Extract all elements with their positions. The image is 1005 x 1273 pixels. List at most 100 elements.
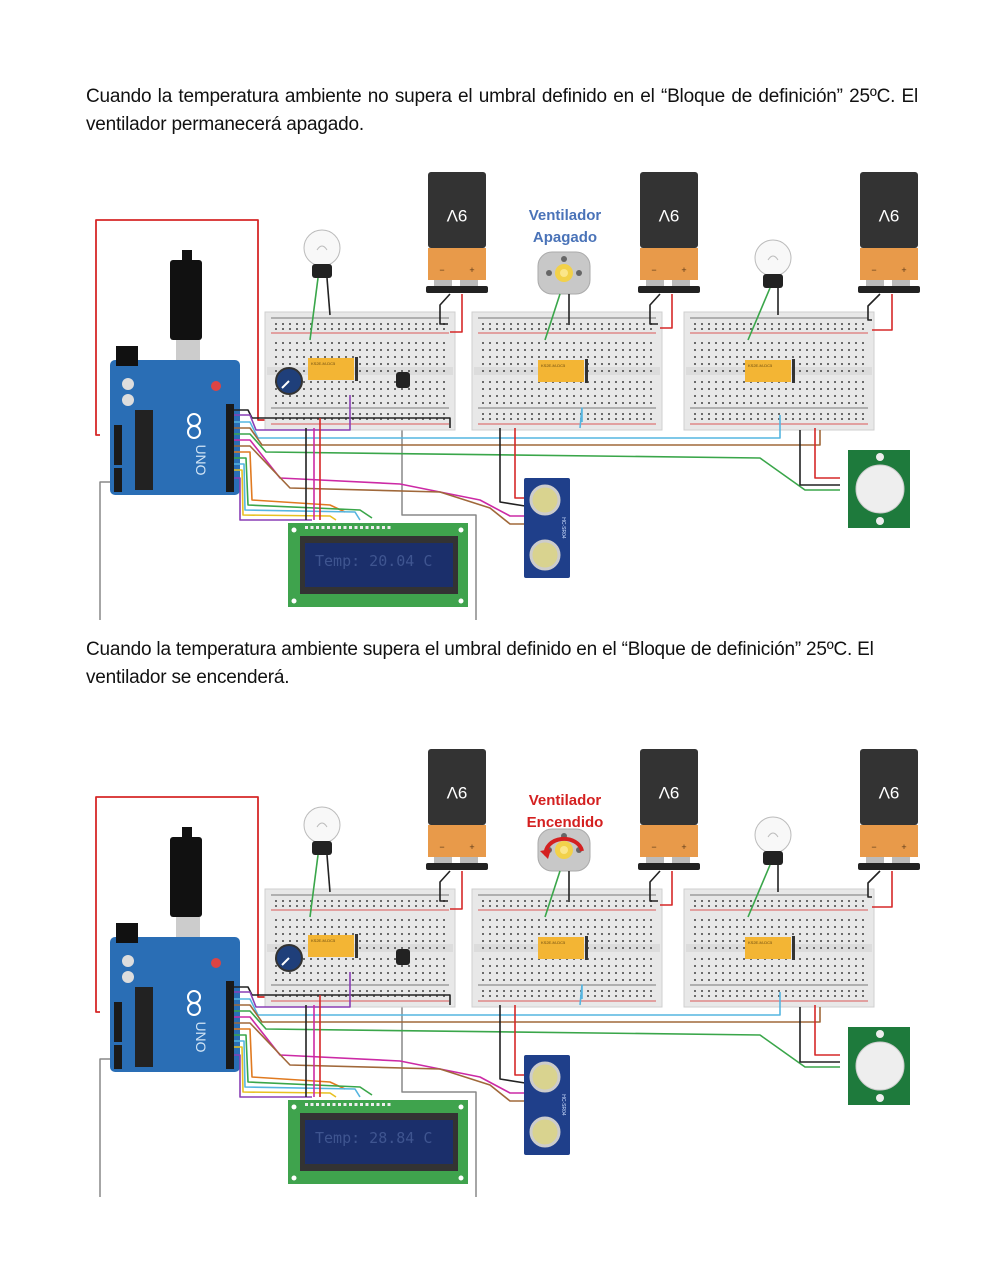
hole [394,972,396,974]
hole [694,990,696,992]
hole [708,919,710,921]
hole [559,323,561,325]
hole [694,900,696,902]
hole [862,395,864,397]
hole [559,328,561,330]
hole [345,965,347,967]
hole [792,342,794,344]
ultrasonic-label: HC-SR04 [560,517,566,539]
hole [324,356,326,358]
hole [729,418,731,420]
hole [580,402,582,404]
hole [510,940,512,942]
hole [722,402,724,404]
hole [608,995,610,997]
hole [443,972,445,974]
hole [394,363,396,365]
hole [538,905,540,907]
hole [531,349,533,351]
hole [608,349,610,351]
hole [538,413,540,415]
hole [387,947,389,949]
hole [503,381,505,383]
hole [303,395,305,397]
hole [345,979,347,981]
hole [785,388,787,390]
hole [422,370,424,372]
wire [450,871,463,910]
hole [289,342,291,344]
wire [439,293,451,325]
hole [629,323,631,325]
hole [429,900,431,902]
hole [736,965,738,967]
hole [820,356,822,358]
hole [722,900,724,902]
hole [387,958,389,960]
hole [352,323,354,325]
hole [601,900,603,902]
hole [594,413,596,415]
hole [855,933,857,935]
hole [352,413,354,415]
hole [517,413,519,415]
hole [366,342,368,344]
hole [701,905,703,907]
hole [715,370,717,372]
hole [317,972,319,974]
hole [559,402,561,404]
hole [743,972,745,974]
hole [862,328,864,330]
hole [622,979,624,981]
hole [764,356,766,358]
relay-body [745,360,791,382]
lcd-mount-hole [291,527,297,533]
hole [757,933,759,935]
hole [834,919,836,921]
hole [324,388,326,390]
hole [559,418,561,420]
fan-motor [537,251,591,295]
wire [799,1007,840,1063]
hole [366,356,368,358]
hole [855,349,857,351]
hole [701,402,703,404]
hole [636,990,638,992]
hole [338,342,340,344]
hole [729,381,731,383]
hole [303,381,305,383]
hole [636,947,638,949]
hole [729,905,731,907]
hole [580,395,582,397]
hole [694,972,696,974]
hole [799,947,801,949]
hole [722,947,724,949]
hole [813,990,815,992]
hole [282,905,284,907]
hole [650,990,652,992]
hole [764,349,766,351]
hole [552,926,554,928]
hole [380,926,382,928]
hole [345,972,347,974]
hole [517,995,519,997]
hole [436,363,438,365]
hole [799,395,801,397]
hole [373,328,375,330]
hole [587,356,589,358]
hole [834,947,836,949]
bulb-glass [303,229,341,267]
fan-hub-center [560,846,568,854]
hole [820,990,822,992]
hole [380,342,382,344]
hole [552,972,554,974]
hole [366,940,368,942]
hole [517,356,519,358]
hole [806,349,808,351]
hole [296,413,298,415]
hole [848,418,850,420]
battery-label: 9V [658,783,679,802]
hole [729,995,731,997]
hole [643,418,645,420]
hole [443,356,445,358]
